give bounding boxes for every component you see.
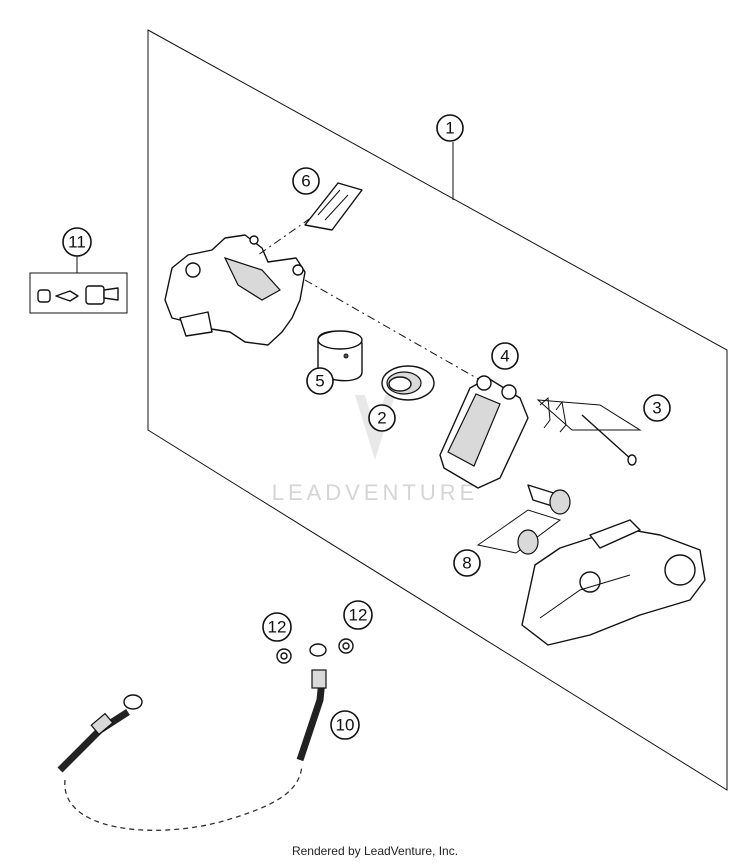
caliper-bridge	[223, 256, 281, 301]
brake-pad-ear-right	[501, 384, 517, 400]
copper-washer-right-hole	[342, 642, 350, 650]
callout-12-left: 12	[262, 612, 292, 642]
pad-pin	[581, 414, 633, 461]
carrier-plate	[521, 529, 706, 646]
hose-lower-run	[57, 709, 130, 773]
caliper-pin-stub	[179, 311, 213, 337]
callout-8-label: 8	[462, 554, 471, 573]
carrier-pin	[589, 519, 641, 549]
copper-washer-left-hole	[280, 652, 288, 660]
brake-pad-ear-left	[476, 375, 492, 391]
callout-2: 2	[368, 404, 396, 432]
bleeder-thread	[103, 287, 119, 301]
callout-1: 1	[436, 114, 464, 142]
bleeder-valve	[55, 290, 79, 302]
bleeder-kit	[37, 285, 119, 305]
piston-mark	[343, 353, 349, 359]
piston-seal	[381, 365, 435, 401]
footer-credit: Rendered by LeadVenture, Inc.	[292, 844, 458, 858]
callout-8: 8	[453, 549, 481, 577]
callout-10: 10	[330, 710, 360, 740]
callout-12-right-label: 12	[349, 606, 368, 625]
callout-10-label: 10	[336, 716, 355, 735]
callout-6: 6	[292, 167, 320, 195]
callout-3-label: 3	[652, 399, 661, 418]
caliper-carrier	[521, 519, 706, 646]
hose-upper-run	[296, 679, 326, 762]
caliper-boss	[185, 262, 201, 278]
callout-11-label: 11	[68, 233, 86, 252]
hose-crimp-upper	[311, 669, 327, 689]
callout-4: 4	[491, 342, 519, 370]
assembly-frame	[147, 29, 728, 791]
pad-spring-detail	[317, 189, 349, 221]
callout-1-label: 1	[445, 119, 454, 138]
axis-line-caliper	[304, 279, 481, 381]
brake-pad-lining	[447, 393, 501, 467]
caliper-bleed-port	[249, 235, 259, 245]
pin-group-frame	[536, 399, 642, 431]
callout-4-label: 4	[500, 347, 509, 366]
callout-12-right: 12	[343, 600, 373, 630]
carrier-pin-boss	[579, 571, 601, 593]
bleeder-nut	[85, 285, 105, 305]
pin-clip-left	[539, 396, 551, 429]
slide-pin-boot-lower	[517, 529, 539, 555]
callout-2-label: 2	[377, 409, 386, 428]
hose-continuation-dashed	[64, 764, 303, 831]
pin-clip-right	[555, 400, 567, 433]
callout-5: 5	[306, 367, 334, 395]
callout-12-left-label: 12	[268, 618, 287, 637]
piston-top	[317, 330, 363, 350]
banjo-fitting-upper	[309, 643, 327, 657]
slide-pin-group	[476, 509, 562, 554]
brake-pads	[439, 375, 529, 489]
banjo-fitting-lower	[123, 694, 143, 710]
caliper-mount-hole	[292, 264, 304, 276]
callout-11: 11	[62, 227, 92, 257]
slide-pin-boot-upper	[549, 489, 571, 515]
pad-spring-plate	[304, 182, 363, 231]
brake-hose	[57, 643, 327, 831]
callout-3: 3	[643, 394, 671, 422]
bleeder-cap	[37, 289, 51, 303]
hose-crimp-lower	[90, 712, 114, 736]
carrier-rib	[539, 574, 631, 619]
pad-pin-set	[536, 396, 642, 466]
pad-pin-head	[627, 454, 637, 466]
carrier-axle-hole	[664, 554, 696, 586]
pad-spring	[304, 182, 363, 231]
seal-hole	[388, 376, 412, 392]
slide-pins	[476, 484, 571, 555]
callout-5-label: 5	[315, 372, 324, 391]
watermark-text: LEADVENTURE	[272, 480, 479, 505]
caliper-body	[164, 234, 306, 346]
kit-frame-11	[29, 272, 128, 314]
callout-6-label: 6	[301, 172, 310, 191]
